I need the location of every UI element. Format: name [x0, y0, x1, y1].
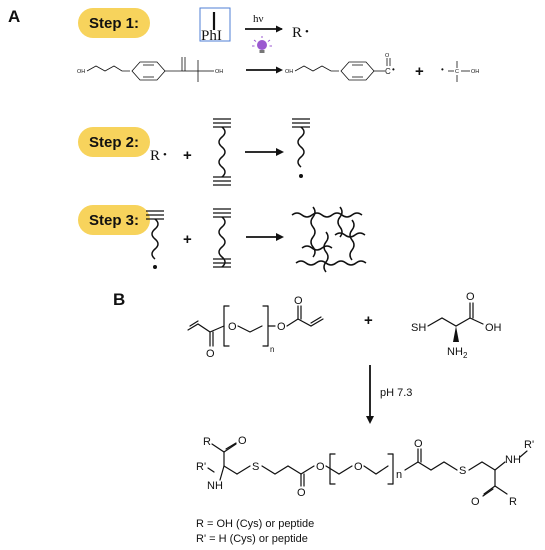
- crosslinked-network: [291, 206, 367, 273]
- step1-reactant-molecule: OH OH: [77, 57, 223, 82]
- prod-peg-o: O: [354, 461, 363, 473]
- product-c-dot: •: [392, 65, 395, 74]
- step1-product-radical: OH O C •: [285, 53, 395, 81]
- peg-o1: O: [228, 321, 237, 333]
- peg-carbonyl-o2: O: [294, 295, 303, 307]
- panel-b-plus: +: [364, 312, 373, 329]
- panel-b-label: B: [113, 290, 125, 309]
- prod-s-left: S: [252, 461, 259, 473]
- product-c-radical: C: [385, 67, 391, 76]
- peg-o2: O: [277, 321, 286, 333]
- step3-plus: +: [183, 231, 192, 248]
- prod-rprime-right: R': [524, 439, 534, 451]
- step-2-badge: Step 2:: [78, 127, 150, 157]
- step-1-badge: Step 1:: [78, 8, 150, 38]
- cys-nh: NH: [447, 346, 463, 358]
- step2-monomer: [213, 118, 231, 186]
- step1-plus: +: [415, 63, 424, 80]
- light-label: hν: [253, 13, 264, 25]
- step-2-label: Step 2:: [89, 134, 139, 151]
- cysteine: SH O OH NH 2: [411, 291, 502, 360]
- prod-r-left: R: [203, 436, 211, 448]
- prod-o-left: O: [238, 435, 247, 447]
- reaction-condition: pH 7.3: [380, 387, 412, 399]
- prod-nh-left: NH: [207, 480, 223, 492]
- step3-radical-chain: [146, 210, 164, 269]
- peg-carbonyl-o1: O: [206, 348, 215, 360]
- product-oh-left: OH: [285, 69, 293, 75]
- prod-carbonyl-o-left: O: [297, 487, 306, 499]
- cys-o: O: [466, 291, 475, 303]
- prod-carbonyl-o-right: O: [414, 438, 423, 450]
- prod-nh-right: NH: [505, 454, 521, 466]
- legend-rprime: R' = H (Cys) or peptide: [196, 533, 308, 545]
- peg-n: n: [270, 345, 274, 354]
- product-carbonyl-o: O: [385, 53, 390, 59]
- prod-o-right: O: [471, 496, 480, 508]
- prod-n: n: [396, 469, 402, 481]
- step2-radical-dot: •: [163, 149, 167, 161]
- fragment-c: C: [455, 69, 459, 75]
- conjugate-product: R O R' NH S O O O n O S: [196, 435, 534, 508]
- step-1-label: Step 1:: [89, 15, 139, 32]
- step1-radical-dot: •: [305, 26, 309, 38]
- fragment-dot: •: [441, 65, 444, 74]
- step-3-badge: Step 3:: [78, 205, 150, 235]
- reactant-oh-left: OH: [77, 69, 85, 75]
- initiator-label: PhI: [201, 28, 222, 44]
- prod-r-right: R: [509, 496, 517, 508]
- step1-radical-r: R: [292, 25, 302, 41]
- step2-propagating-chain: [292, 118, 310, 178]
- panel-a-label: A: [8, 7, 20, 26]
- step2-plus: +: [183, 147, 192, 164]
- peg-diacrylate: O O n O O: [187, 295, 324, 360]
- cys-oh: OH: [485, 322, 502, 334]
- step3-monomer: [213, 208, 231, 268]
- fragment-oh: OH: [471, 69, 479, 75]
- step2-radical-r: R: [150, 148, 160, 164]
- reactant-oh-right: OH: [215, 69, 223, 75]
- step-3-label: Step 3:: [89, 212, 139, 229]
- prod-rprime-left: R': [196, 461, 206, 473]
- step1-fragment-radical: • C OH: [441, 61, 479, 82]
- photoinitiator: PhI: [199, 7, 231, 44]
- light-bulb-icon: [252, 36, 272, 53]
- cys-nh-sub: 2: [463, 351, 468, 360]
- prod-s-right: S: [459, 465, 466, 477]
- cys-sh: SH: [411, 322, 426, 334]
- legend-r: R = OH (Cys) or peptide: [196, 518, 314, 530]
- prod-ester-o: O: [316, 461, 325, 473]
